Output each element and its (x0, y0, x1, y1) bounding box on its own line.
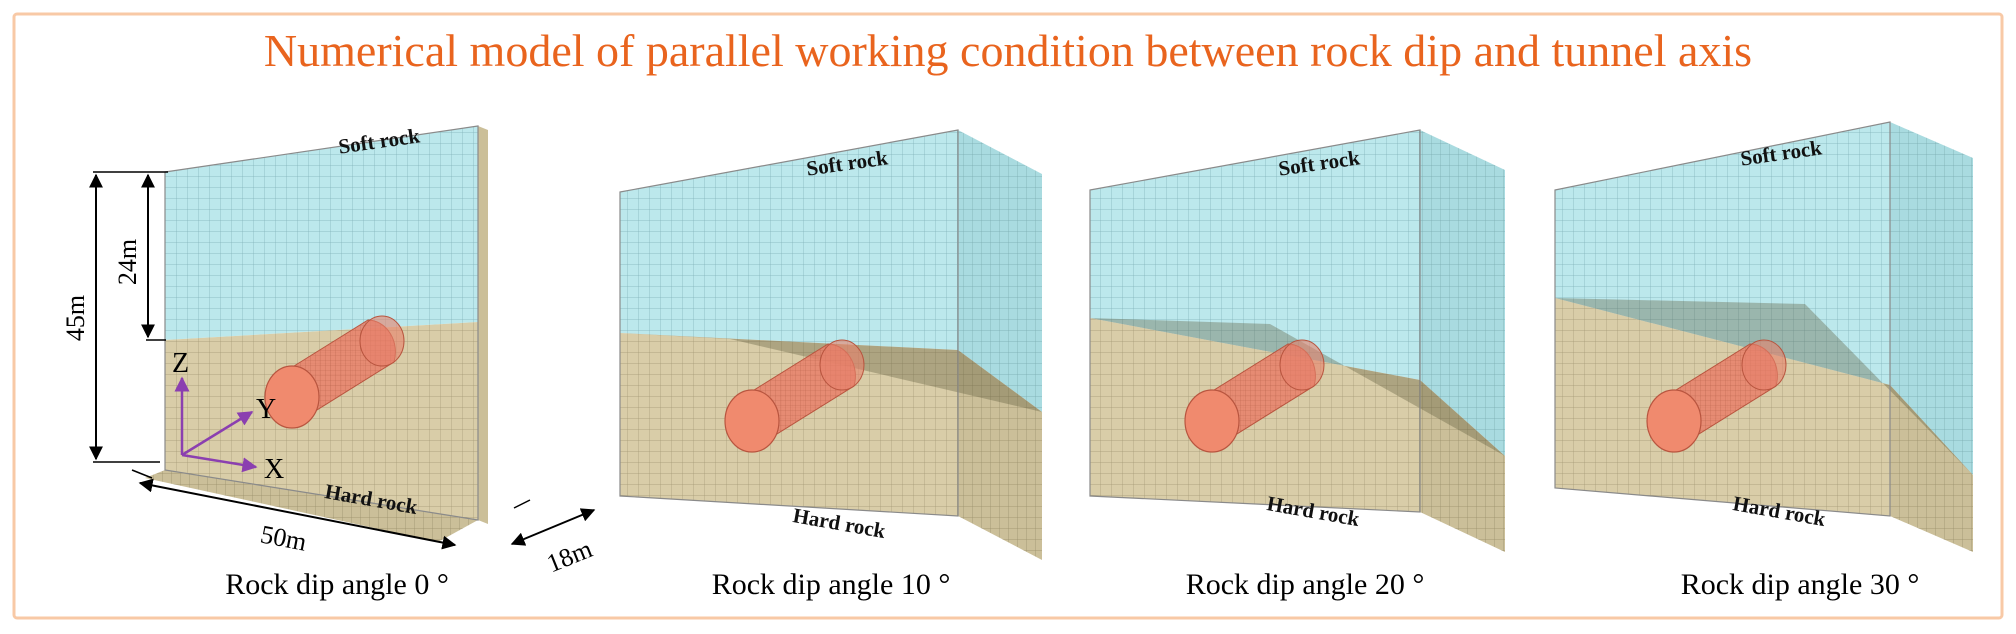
dim-height-label: 45m (61, 295, 90, 341)
block-outline (1089, 129, 1421, 513)
dim-length-label: 50m (258, 519, 309, 556)
tunnel-cylinder (1184, 339, 1325, 453)
block-outline (619, 129, 959, 517)
dim-length-extension-left (131, 469, 153, 479)
model-caption: Rock dip angle 0 ° (225, 568, 449, 601)
figure-frame (12, 12, 2004, 620)
axis-triad: Z Y X (172, 348, 284, 485)
tunnel-portal (1646, 389, 1702, 453)
block-outline (164, 125, 479, 521)
hard-rock-side (478, 126, 488, 524)
z-axis-label: Z (172, 348, 189, 379)
hard-rock-side (958, 350, 1042, 560)
tunnel-cylinder (264, 315, 405, 429)
dim-length-50m (138, 478, 457, 550)
tunnel-portal (724, 389, 780, 453)
hard-rock-side (1890, 385, 1973, 552)
tunnel-portal (1184, 389, 1240, 453)
tunnel-cylinder (724, 339, 865, 453)
soft-rock-face (1090, 130, 1420, 380)
hard-rock-side (1420, 380, 1505, 552)
soft-rock-side (1890, 122, 1973, 475)
soft-rock-side (1420, 130, 1505, 456)
model-caption: Rock dip angle 20 ° (1186, 568, 1425, 601)
soft-rock-face (620, 130, 958, 350)
tunnel-far-end (1741, 339, 1787, 391)
y-axis-label: Y (256, 394, 276, 425)
y-axis-arrow (181, 410, 254, 457)
dim-width-extension (513, 499, 531, 509)
model-caption: Rock dip angle 10 ° (712, 568, 951, 601)
dimension-annotations: 45m 24m 50m 18m (61, 171, 597, 578)
dim-width-label: 18m (543, 534, 597, 578)
x-axis-label: X (264, 454, 284, 485)
dim-soft-height-label: 24m (113, 239, 142, 285)
tunnel-far-end (359, 315, 405, 367)
tunnel-far-end (819, 339, 865, 391)
dim-width-18m (510, 508, 596, 546)
tunnel-far-end (1279, 339, 1325, 391)
x-axis-arrow (181, 453, 258, 473)
soft-rock-face (1555, 122, 1890, 385)
dip-interface-plane (620, 333, 1042, 412)
model-caption: Rock dip angle 30 ° (1681, 568, 1920, 601)
tunnel-portal (264, 365, 320, 429)
block-outline (1554, 121, 1891, 517)
soft-rock-side (958, 130, 1042, 412)
soft-rock-face (165, 126, 478, 340)
tunnel-cylinder (1646, 339, 1787, 453)
figure-title: Numerical model of parallel working cond… (264, 25, 1752, 76)
